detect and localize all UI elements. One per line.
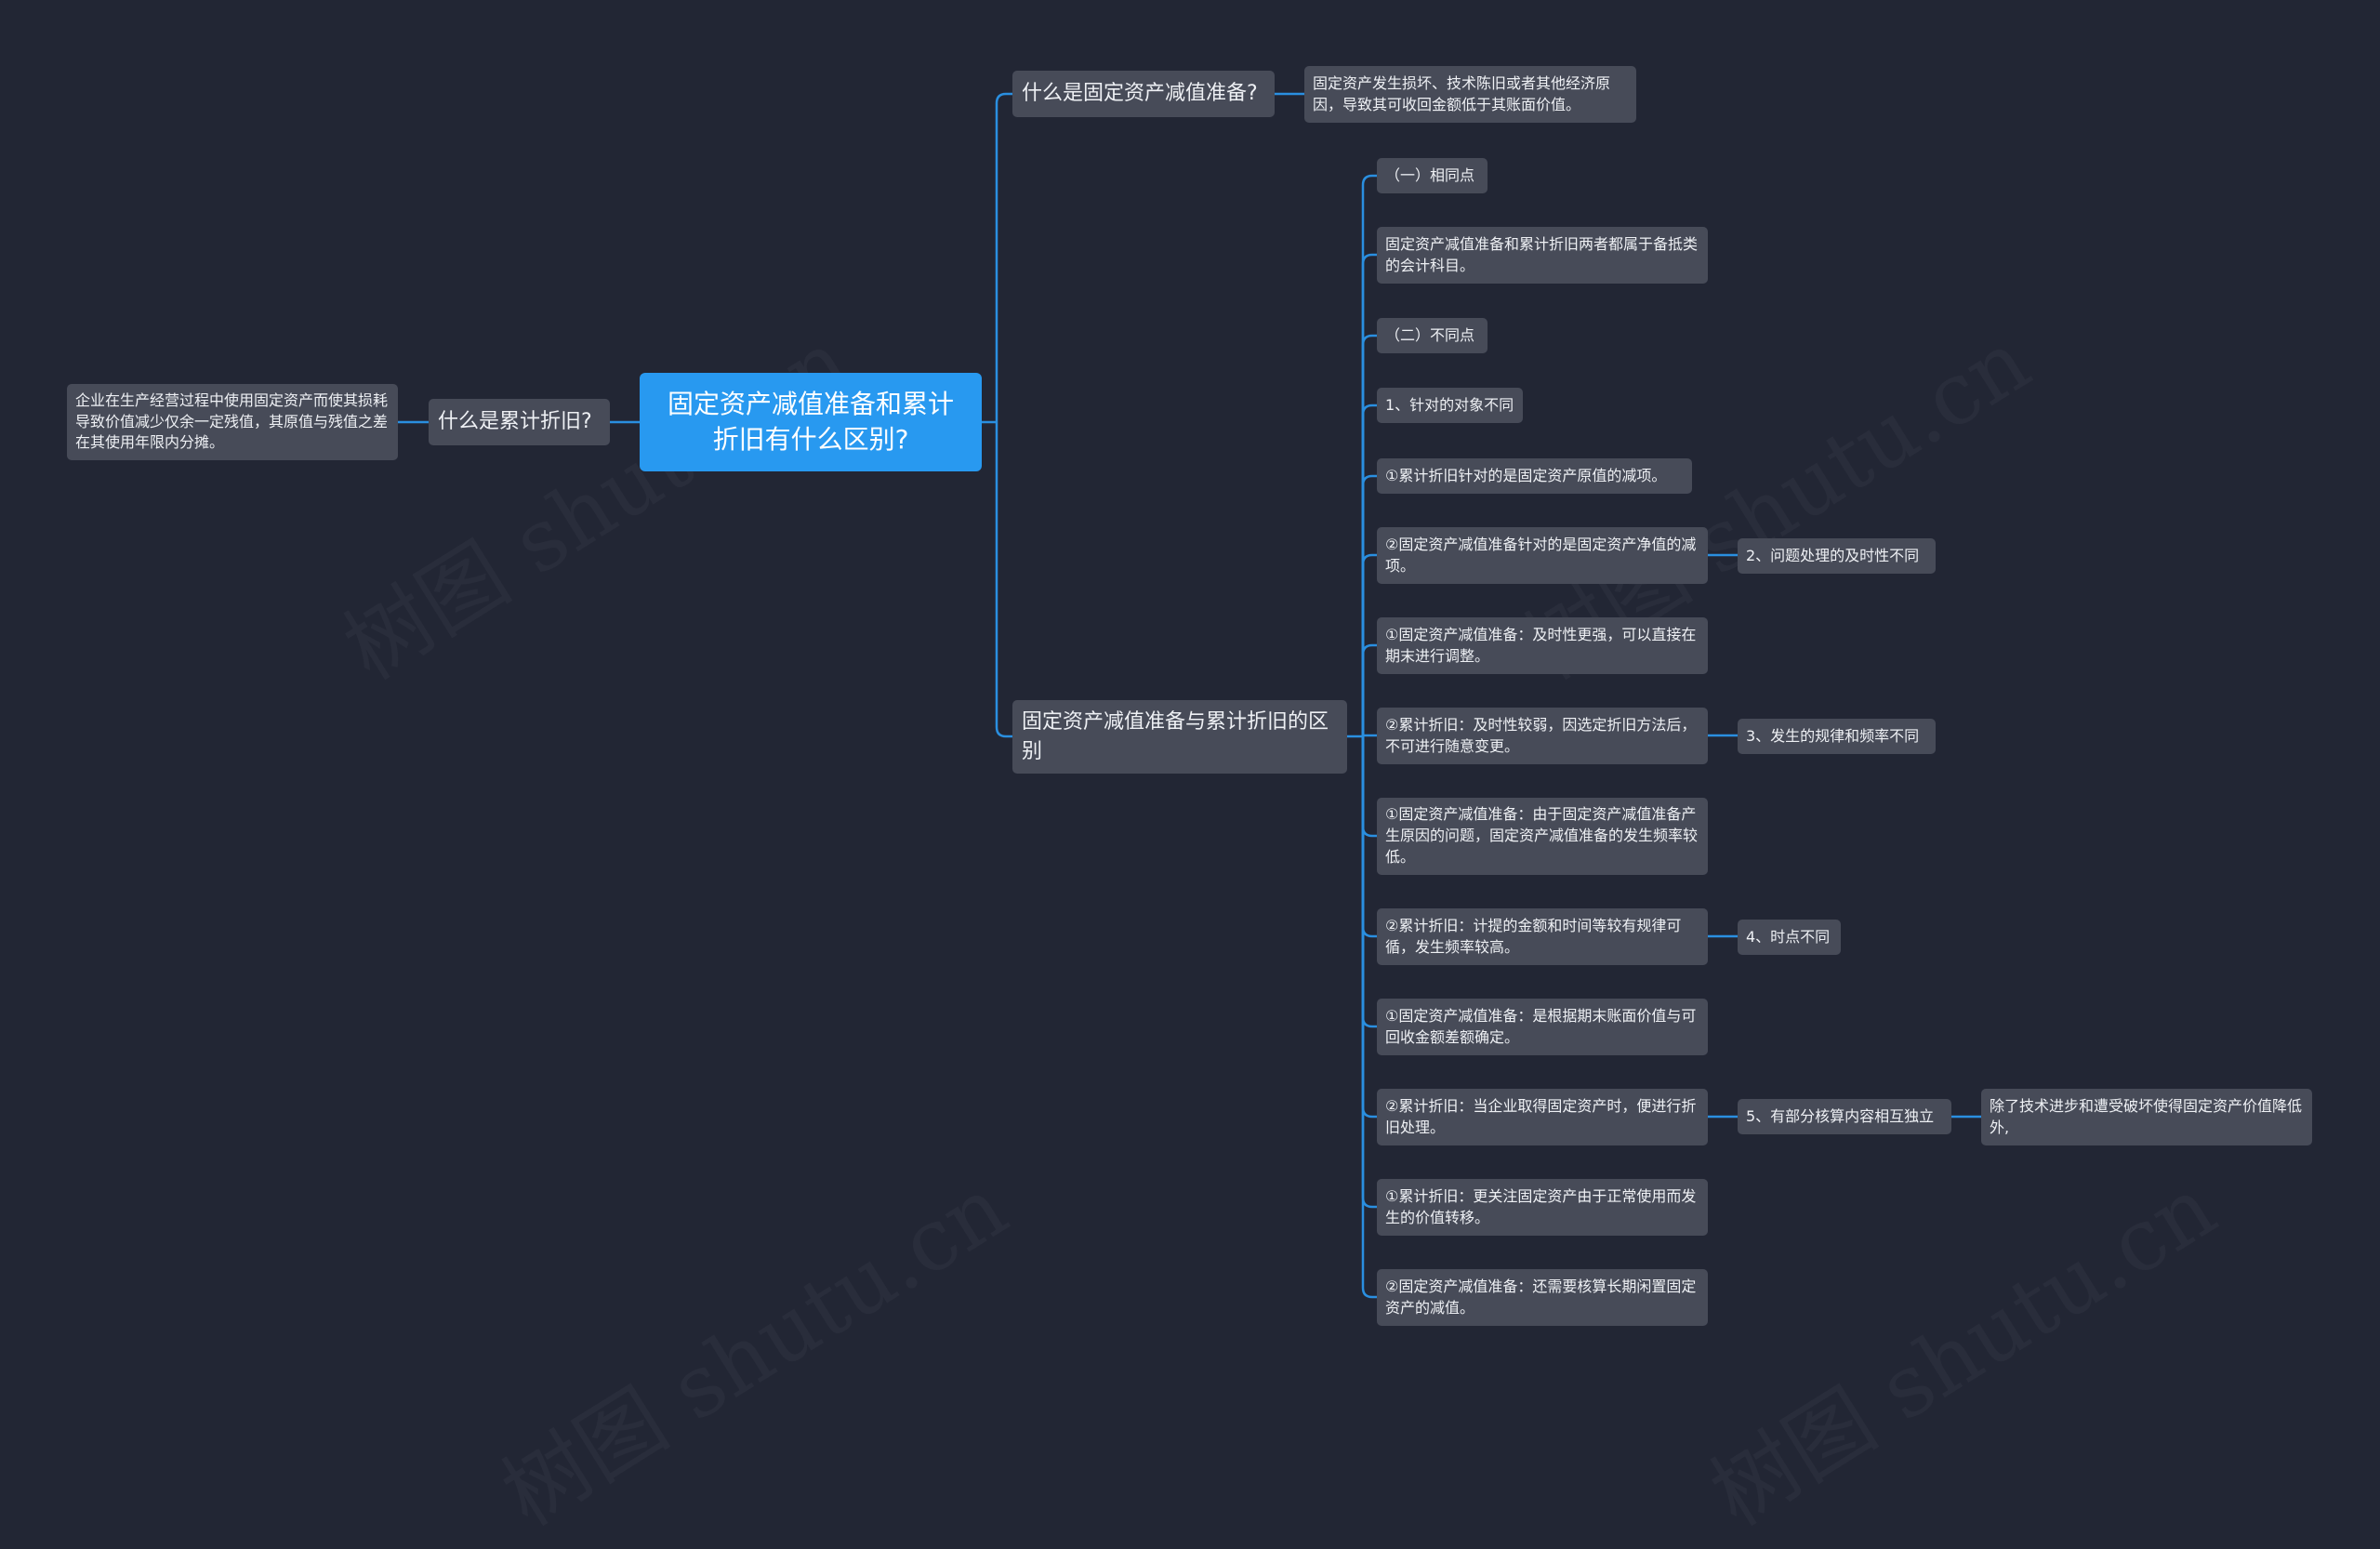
sub-timing[interactable]: 4、时点不同 — [1738, 920, 1841, 955]
connector-line — [1361, 404, 1377, 736]
connector-line — [1361, 174, 1377, 736]
leaf-label: 固定资产减值准备和累计折旧两者都属于备抵类的会计科目。 — [1385, 234, 1699, 274]
sub-frequency[interactable]: 3、发生的规律和频率不同 — [1738, 719, 1936, 754]
connector-line — [1361, 553, 1377, 736]
connector-line — [1361, 736, 1377, 1028]
leaf-label: ①累计折旧针对的是固定资产原值的减项。 — [1385, 466, 1667, 484]
leaf-label: 3、发生的规律和频率不同 — [1746, 726, 1920, 745]
sub-independent[interactable]: 5、有部分核算内容相互独立 — [1738, 1099, 1951, 1134]
leaf-label: ②固定资产减值准备针对的是固定资产净值的减项。 — [1385, 535, 1697, 575]
connector-line — [1361, 253, 1377, 736]
item-depreciation-scope[interactable]: ①累计折旧：更关注固定资产由于正常使用而发生的价值转移。 — [1377, 1179, 1708, 1236]
leaf-label: ①固定资产减值准备：由于固定资产减值准备产生原因的问题，固定资产减值准备的发生频… — [1385, 805, 1699, 866]
connector-line — [1361, 736, 1377, 1119]
item-impairment-timing[interactable]: ①固定资产减值准备：是根据期末账面价值与可回收金额差额确定。 — [1377, 999, 1708, 1055]
connector-line — [1361, 736, 1377, 1299]
item-depreciation-frequency[interactable]: ②累计折旧：计提的金额和时间等较有规律可循，发生频率较高。 — [1377, 908, 1708, 965]
leaf-label: 2、问题处理的及时性不同 — [1746, 546, 1920, 564]
leaf-label: 1、针对的对象不同 — [1385, 395, 1514, 414]
leaf-label: ②固定资产减值准备：还需要核算长期闲置固定资产的减值。 — [1385, 1277, 1697, 1317]
root-topic[interactable]: 固定资产减值准备和累计折旧有什么区别? — [640, 373, 982, 471]
connector-line — [1361, 334, 1377, 736]
watermark: 树图 shutu.cn — [476, 1141, 1026, 1549]
leaf-label: 除了技术进步和遭受破坏使得固定资产价值降低外, — [1990, 1096, 2303, 1136]
leaf-depreciation-definition[interactable]: 企业在生产经营过程中使用固定资产而使其损耗导致价值减少仅余一定残值，其原值与残值… — [67, 384, 398, 460]
topic-label: 什么是累计折旧? — [438, 410, 592, 434]
leaf-label: （一）相同点 — [1385, 165, 1475, 184]
connector-lines — [398, 92, 1981, 1299]
item-depreciation-timeliness[interactable]: ②累计折旧：及时性较弱，因选定折旧方法后，不可进行随意变更。 — [1377, 708, 1708, 764]
leaf-label: 4、时点不同 — [1746, 927, 1831, 946]
item-difference-target[interactable]: 1、针对的对象不同 — [1377, 388, 1523, 423]
item-similarities-heading[interactable]: （一）相同点 — [1377, 158, 1488, 193]
topic-impairment-provision[interactable]: 什么是固定资产减值准备? — [1012, 71, 1275, 117]
item-impairment-frequency[interactable]: ①固定资产减值准备：由于固定资产减值准备产生原因的问题，固定资产减值准备的发生频… — [1377, 798, 1708, 875]
leaf-label: ②累计折旧：及时性较弱，因选定折旧方法后，不可进行随意变更。 — [1385, 715, 1697, 755]
root-topic-label: 固定资产减值准备和累计折旧有什么区别? — [667, 388, 954, 455]
connector-line — [1361, 643, 1377, 736]
connector-line — [1361, 474, 1377, 736]
leaf-label: 企业在生产经营过程中使用固定资产而使其损耗导致价值减少仅余一定残值，其原值与残值… — [75, 391, 389, 452]
item-depreciation-target[interactable]: ①累计折旧针对的是固定资产原值的减项。 — [1377, 458, 1692, 494]
topic-label: 什么是固定资产减值准备? — [1022, 82, 1258, 106]
sub-timeliness[interactable]: 2、问题处理的及时性不同 — [1738, 538, 1936, 574]
topic-label: 固定资产减值准备与累计折旧的区别 — [1022, 710, 1329, 763]
watermark: 树图 shutu.cn — [318, 295, 868, 703]
connector-line — [1361, 736, 1377, 1209]
item-impairment-scope[interactable]: ②固定资产减值准备：还需要核算长期闲置固定资产的减值。 — [1377, 1269, 1708, 1326]
item-impairment-target[interactable]: ②固定资产减值准备针对的是固定资产净值的减项。 — [1377, 527, 1708, 584]
connector-line — [995, 422, 1012, 738]
leaf-label: ②累计折旧：计提的金额和时间等较有规律可循，发生频率较高。 — [1385, 916, 1682, 956]
connector-line — [995, 92, 1012, 422]
topic-accumulated-depreciation[interactable]: 什么是累计折旧? — [429, 399, 610, 445]
leaf-label: ②累计折旧：当企业取得固定资产时，便进行折旧处理。 — [1385, 1096, 1697, 1136]
leaf-label: 固定资产发生损坏、技术陈旧或者其他经济原因，导致其可收回金额低于其账面价值。 — [1313, 73, 1611, 113]
item-differences-heading[interactable]: （二）不同点 — [1377, 318, 1488, 353]
leaf-label: （二）不同点 — [1385, 325, 1475, 344]
connector-line — [1361, 736, 1377, 938]
item-similarity[interactable]: 固定资产减值准备和累计折旧两者都属于备抵类的会计科目。 — [1377, 227, 1708, 284]
leaf-impairment-definition[interactable]: 固定资产发生损坏、技术陈旧或者其他经济原因，导致其可收回金额低于其账面价值。 — [1304, 66, 1636, 123]
topic-differences[interactable]: 固定资产减值准备与累计折旧的区别 — [1012, 700, 1347, 774]
leaf-label: ①累计折旧：更关注固定资产由于正常使用而发生的价值转移。 — [1385, 1186, 1697, 1226]
watermark: 树图 shutu.cn — [1685, 1141, 2235, 1549]
leaf-label: 5、有部分核算内容相互独立 — [1746, 1106, 1935, 1125]
item-impairment-timeliness[interactable]: ①固定资产减值准备：及时性更强，可以直接在期末进行调整。 — [1377, 617, 1708, 674]
leaf-label: ①固定资产减值准备：及时性更强，可以直接在期末进行调整。 — [1385, 625, 1697, 665]
item-depreciation-timing[interactable]: ②累计折旧：当企业取得固定资产时，便进行折旧处理。 — [1377, 1089, 1708, 1145]
leaf-label: ①固定资产减值准备：是根据期末账面价值与可回收金额差额确定。 — [1385, 1006, 1697, 1046]
subsub-technology[interactable]: 除了技术进步和遭受破坏使得固定资产价值降低外, — [1981, 1089, 2312, 1145]
connector-line — [1361, 736, 1377, 838]
